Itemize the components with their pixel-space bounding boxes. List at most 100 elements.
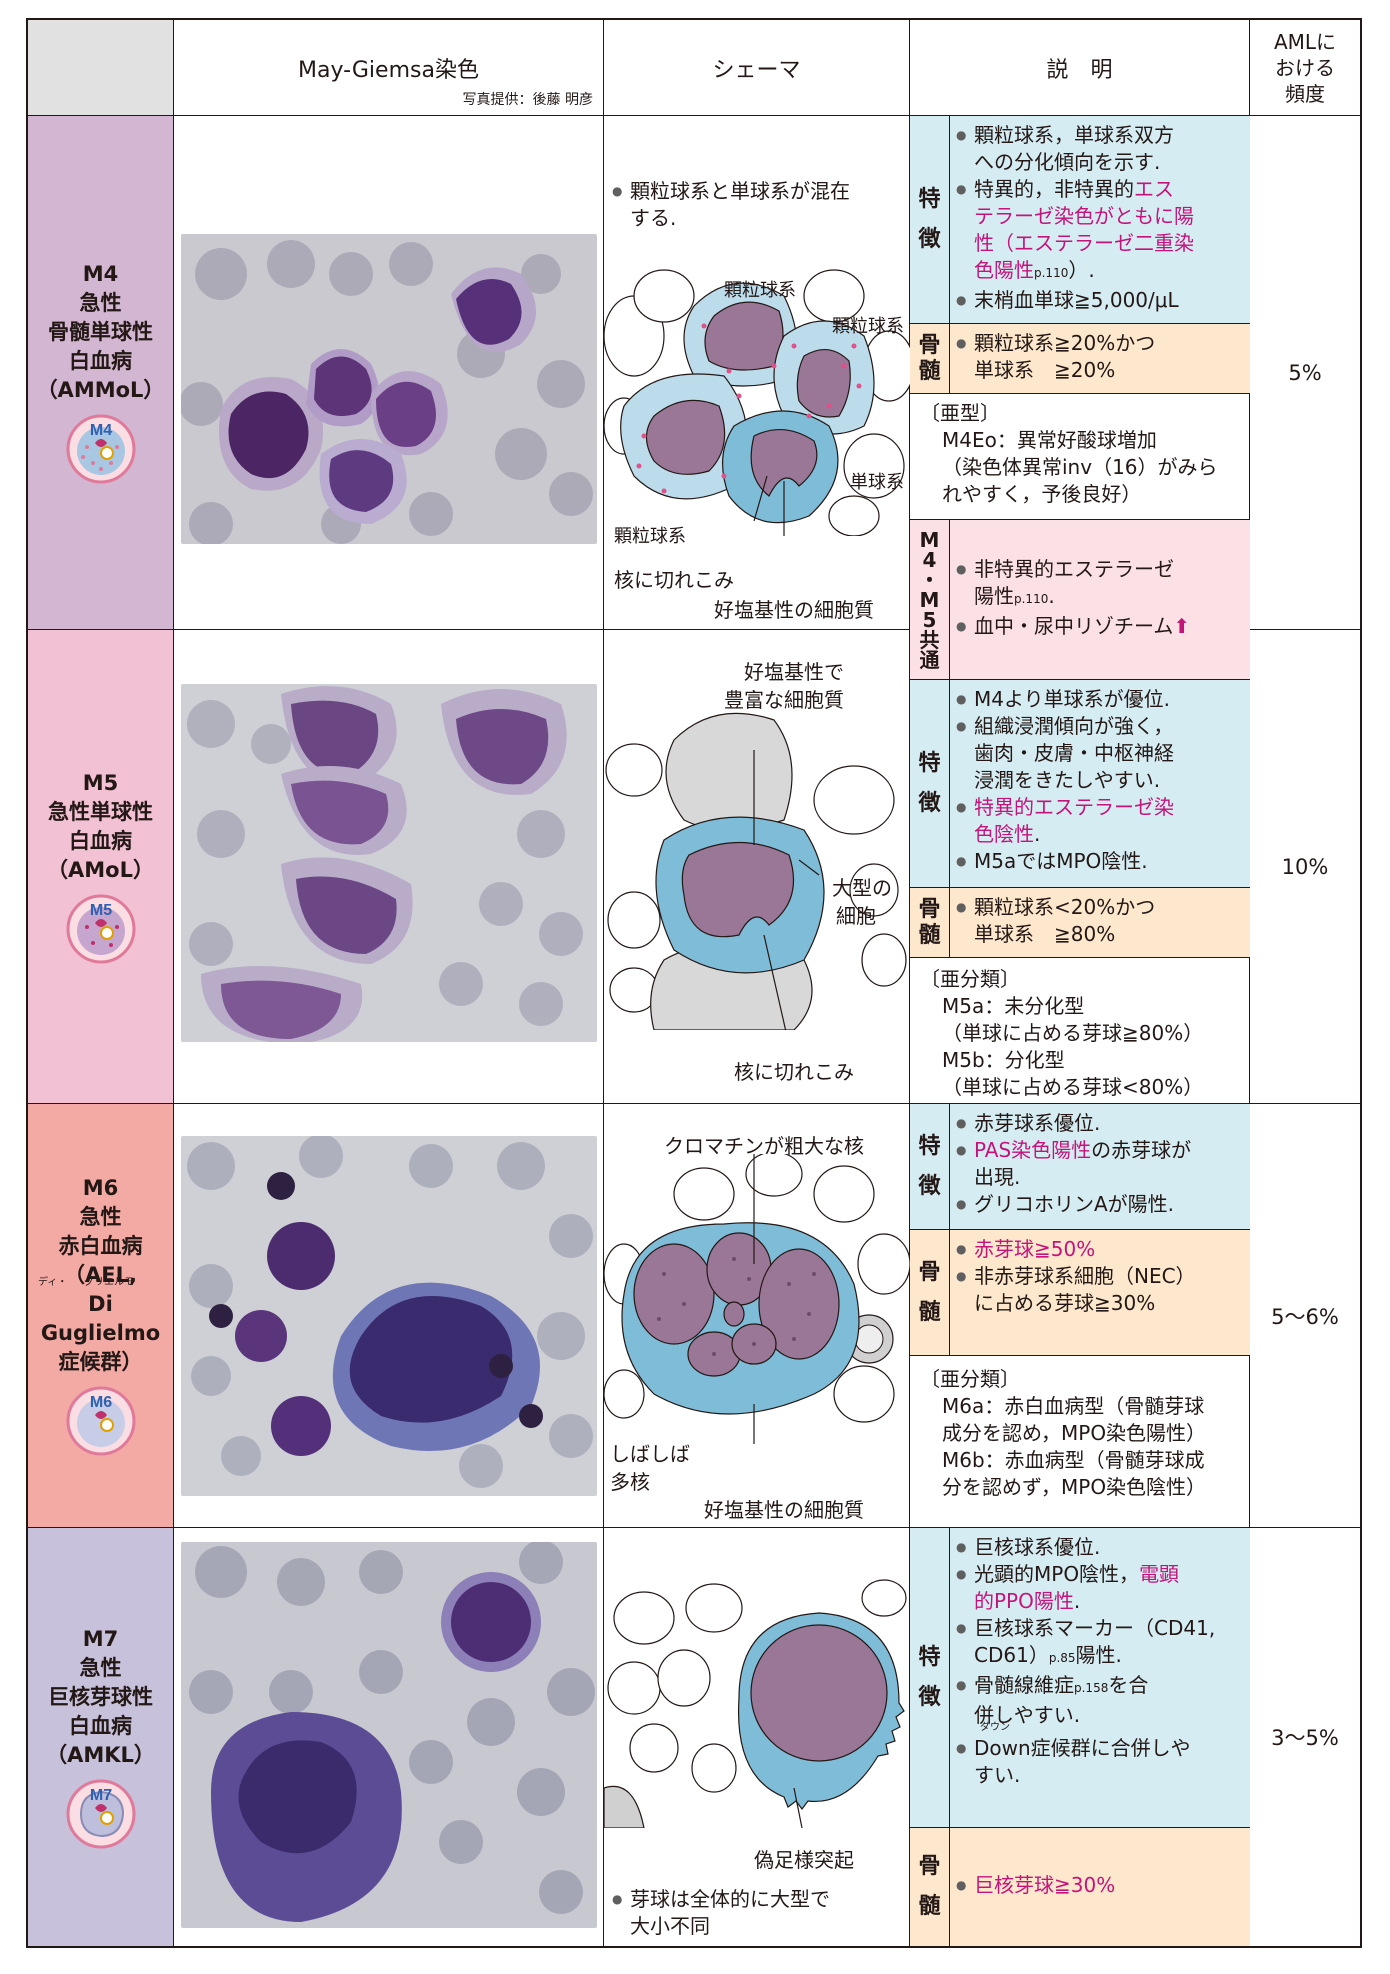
row-m7: M7 急性 巨核芽球性 白血病 （AMKL） M7 xyxy=(28,1528,1360,1946)
text: 骨髄線維症 xyxy=(974,1673,1074,1697)
bullet: 巨核球系マーカー（CD41,CD61）p.85陽性. xyxy=(956,1615,1244,1672)
head-char: 骨 xyxy=(918,332,941,358)
bullet: 赤芽球系優位. xyxy=(956,1110,1244,1137)
text: 特異的エステラーゼ染 xyxy=(974,795,1174,819)
feature-text: M4より単球系が優位. 組織浸潤傾向が強く，歯肉・皮膚・中枢神経浸潤をきたしやす… xyxy=(956,686,1244,875)
text: M6a：赤白血病型（骨髄芽球 xyxy=(942,1394,1205,1418)
header-frequency-line3: 頻度 xyxy=(1285,81,1325,106)
schema-label: 顆粒球系 xyxy=(614,526,686,547)
icon-label: M6 xyxy=(89,1394,111,1411)
up-arrow-icon: ⬆ xyxy=(1173,614,1191,638)
label-line: 急性 xyxy=(79,291,122,315)
subtype-block: 〔亜分類〕 M5a：未分化型 （単球に占める芽球≧80%） M5b：分化型 （単… xyxy=(920,966,1243,1101)
label-eponym: ディ・ グリエルモ Di Guglielmo xyxy=(28,1278,173,1348)
head-char: 骨 xyxy=(918,1854,941,1879)
schema-label: しばしば xyxy=(610,1442,690,1466)
text: . xyxy=(1034,822,1041,846)
header-frequency-line1: AMLに xyxy=(1273,29,1337,54)
row-m6: M6 急性 赤白血病 （AEL, ディ・ グリエルモ Di Guglielmo … xyxy=(28,1104,1360,1528)
cell-icon-m4: M4 xyxy=(66,414,135,484)
label-line: 赤白血病 xyxy=(58,1234,143,1258)
label-line: 白血病 xyxy=(69,349,132,373)
label-m6: M6 急性 赤白血病 （AEL, ディ・ グリエルモ Di Guglielmo … xyxy=(28,1104,174,1527)
label-line: 巨核芽球性 xyxy=(48,1684,153,1709)
label-line: 症候群） xyxy=(58,1350,143,1374)
text: CD61） xyxy=(974,1643,1049,1667)
feature-head: 特徴 xyxy=(910,116,950,323)
frequency-m7: 3〜5% xyxy=(1271,1726,1339,1750)
label-code: M5 xyxy=(82,770,119,795)
head-char: 特 xyxy=(918,186,941,212)
head-char: 通 xyxy=(919,647,940,672)
schema-m7 xyxy=(604,1579,907,1828)
schema-label: クロマチンが粗大な核 xyxy=(664,1134,864,1158)
frequency-m6: 5〜6% xyxy=(1271,1304,1339,1329)
text: 電顕 xyxy=(1139,1562,1180,1586)
frequency-m4: 5% xyxy=(1288,360,1322,385)
text: （単球に占める芽球≧80%） xyxy=(942,1021,1204,1045)
text: 血中・尿中リゾチーム xyxy=(974,614,1174,638)
text: M5b：分化型 xyxy=(942,1048,1065,1072)
text: 併しやすい. xyxy=(974,1703,1081,1727)
row-m4: M4 急性 骨髄単球性 白血病 （AMMoL） M4 xyxy=(28,116,1360,680)
micrograph-m7 xyxy=(181,1542,597,1928)
label-line: 白血病 xyxy=(69,1713,132,1738)
bullet: 赤芽球≧50% xyxy=(956,1236,1244,1263)
schema-note-line: 大小不同 xyxy=(630,1914,710,1938)
icon-label: M4 xyxy=(89,422,111,439)
text: 陽性. xyxy=(1075,1643,1122,1667)
text: 色陽性 xyxy=(974,258,1034,282)
text: の赤芽球が xyxy=(1091,1138,1192,1162)
schema-m6 xyxy=(604,1154,910,1444)
schema-label: 顆粒球系 xyxy=(724,280,796,301)
schema-label: 細胞 xyxy=(836,904,876,928)
label-abbr: （AEL, xyxy=(64,1263,137,1287)
feature-head: 特徴 xyxy=(910,1104,950,1229)
photo-cell-m6 xyxy=(174,1104,604,1527)
text: PAS染色陽性 xyxy=(974,1138,1092,1162)
bone-marrow-block: 骨髄 赤芽球≧50% 非赤芽球系細胞（NEC）に占める芽球≧30% xyxy=(910,1230,1250,1356)
schema-m5 xyxy=(605,712,907,1030)
text: 顆粒球系<20%かつ xyxy=(974,895,1156,919)
text: 歯肉・皮膚・中枢神経 xyxy=(974,741,1174,765)
bm-text: 巨核芽球≧30% xyxy=(956,1872,1244,1899)
photo-cell-m4 xyxy=(174,116,604,629)
head-char: M xyxy=(919,587,940,612)
label-abbr: （AMKL） xyxy=(46,1742,155,1767)
text: 巨核球系マーカー（CD41, xyxy=(974,1616,1216,1640)
description-m5: 特徴 M4より単球系が優位. 組織浸潤傾向が強く，歯肉・皮膚・中枢神経浸潤をきた… xyxy=(910,630,1250,1103)
text: 色陰性 xyxy=(974,822,1034,846)
icon-label: M7 xyxy=(89,1787,111,1804)
bm-head: 骨髄 xyxy=(910,888,950,957)
bone-marrow-block: 骨髄 巨核芽球≧30% xyxy=(910,1828,1250,1946)
head-char: 4 xyxy=(922,547,937,572)
schema-cell-m7: 偽足様突起 芽球は全体的に大型で 大小不同 xyxy=(604,1528,910,1946)
schema-cell-m5: 好塩基性で 豊富な細胞質 大型の 細胞 核に切れこみ xyxy=(604,630,910,1103)
text: M4Eo：異常好酸球増加 xyxy=(942,428,1157,452)
label-code: M4 xyxy=(82,262,119,286)
text: 的PPO陽性 xyxy=(974,1589,1074,1613)
feature-head: 特徴 xyxy=(910,1528,950,1827)
text: 〔亜分類〕 xyxy=(920,967,1020,991)
head-char: ・ xyxy=(919,567,940,592)
head-char: 髄 xyxy=(918,922,941,948)
schema-label: 顆粒球系 xyxy=(832,316,904,337)
schema-note: 顆粒球系と単球系が混在 する. xyxy=(612,178,903,232)
cell-icon-m6: M6 xyxy=(66,1386,135,1456)
subtype-block: 〔亜型〕 M4Eo：異常好酸球増加 （染色体異常inv（16）がみら れやすく，… xyxy=(910,394,1250,520)
head-char: 骨 xyxy=(918,896,941,922)
text: を合 xyxy=(1108,1673,1149,1697)
text: テラーゼ染色がともに陽 xyxy=(974,204,1194,228)
